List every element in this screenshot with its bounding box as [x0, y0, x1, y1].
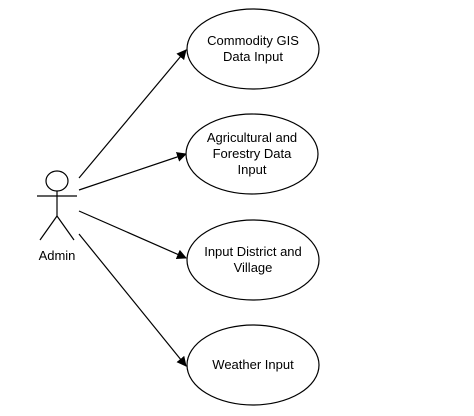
use-case-label-commodity-gis: Commodity GIS Data Input [207, 33, 299, 64]
use-case-commodity-gis [186, 8, 320, 90]
use-case-district-village [186, 219, 320, 301]
association-arrow-4 [78, 233, 187, 367]
actor-right-leg [56, 215, 75, 241]
association-arrow-3 [78, 210, 187, 259]
association-arrow-2 [78, 152, 187, 191]
admin-actor-figure [37, 170, 77, 241]
use-case-label-district-village: Input District and Village [204, 244, 302, 275]
actor-head [45, 170, 69, 192]
use-case-label-weather: Weather Input [212, 357, 294, 372]
use-case-agricultural-forestry [185, 113, 319, 195]
use-case-label-agricultural-forestry: Agricultural and Forestry Data Input [206, 130, 298, 177]
actor-label: Admin [38, 248, 76, 263]
actor-left-leg [39, 215, 58, 241]
association-arrow-1 [78, 49, 187, 179]
use-case-weather [186, 324, 320, 406]
